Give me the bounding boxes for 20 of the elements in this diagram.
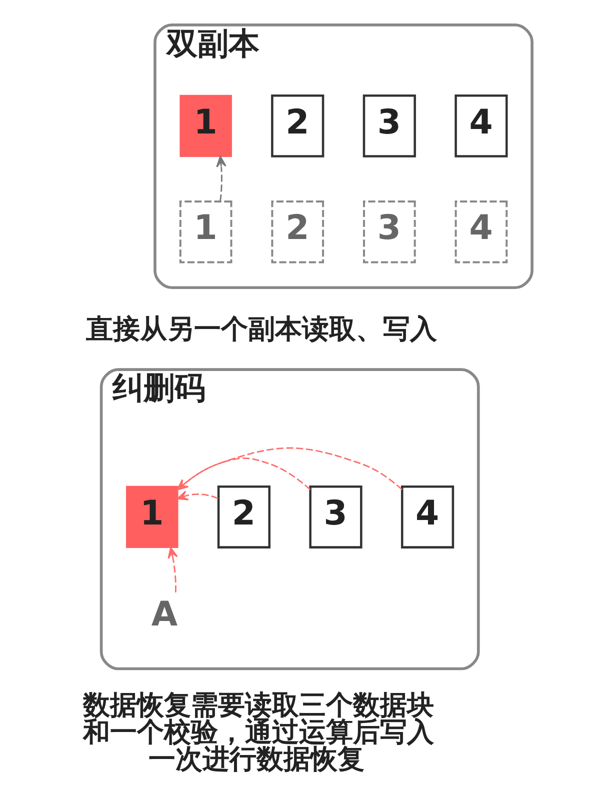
node-box: 1 [178, 200, 232, 264]
node-box: 4 [454, 94, 508, 158]
node-box: 2 [216, 485, 270, 548]
node-box: 3 [308, 485, 362, 548]
node-box: 1 [126, 486, 178, 548]
node-label: 直接从另一个副本读取、写入 [85, 314, 436, 346]
arrow [167, 547, 178, 592]
node-label: 数据恢复需要读取三个数据块和一个校验，通过运算后写入一次进行数据恢复 [82, 690, 434, 775]
node-box: 3 [362, 94, 416, 158]
arrow [216, 156, 226, 202]
node-box: 1 [179, 94, 232, 158]
arrow [176, 447, 402, 490]
node-box: 4 [454, 200, 508, 264]
node-text: A [150, 594, 178, 634]
arrow [176, 458, 310, 490]
node-box: 4 [400, 485, 454, 548]
node-box: 2 [270, 200, 324, 264]
node-box: 3 [362, 200, 416, 264]
node-box: 2 [270, 94, 324, 158]
arrow [176, 490, 218, 500]
